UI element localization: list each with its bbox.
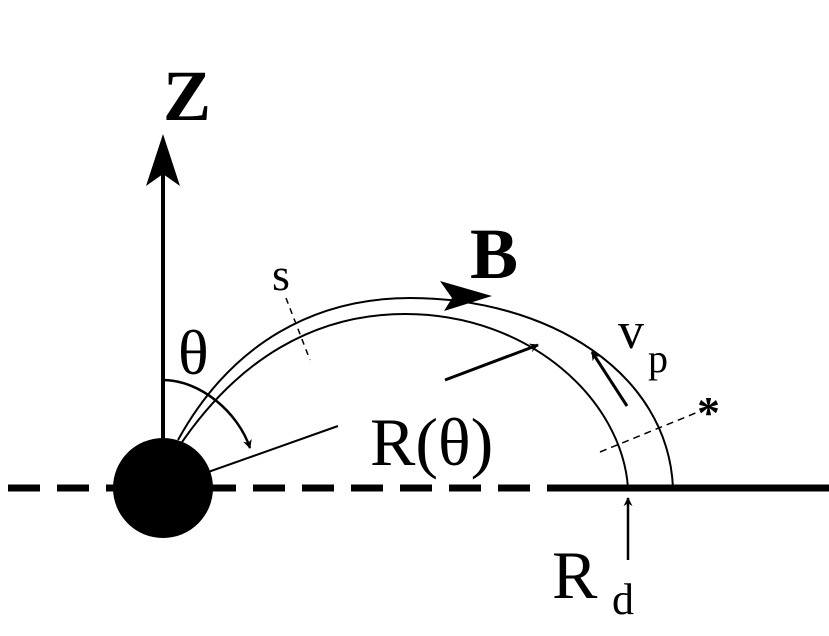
field-direction-arrowhead bbox=[440, 281, 492, 311]
radius-label: R(θ) bbox=[370, 404, 493, 480]
inner-field-line bbox=[177, 312, 629, 489]
radius-arrow bbox=[444, 343, 539, 382]
star-cross-dashed-line bbox=[599, 409, 704, 453]
field-label: B bbox=[470, 214, 518, 294]
disk-radius-subscript: d bbox=[612, 575, 634, 624]
radius-line bbox=[162, 425, 339, 489]
velocity-arrow bbox=[590, 351, 629, 407]
velocity-subscript: p bbox=[648, 336, 668, 381]
velocity-label: v bbox=[618, 303, 644, 360]
arc-coordinate-label: s bbox=[272, 249, 290, 300]
angle-label: θ bbox=[178, 317, 209, 388]
z-axis-arrowhead bbox=[146, 134, 180, 186]
marker-label: * bbox=[697, 387, 720, 438]
z-axis-label: Z bbox=[163, 56, 211, 136]
outer-field-line bbox=[177, 296, 674, 489]
theta-angle-arc bbox=[162, 378, 252, 449]
disk-radius-label: R bbox=[552, 537, 598, 613]
s-cross-dashed-line bbox=[285, 297, 311, 361]
